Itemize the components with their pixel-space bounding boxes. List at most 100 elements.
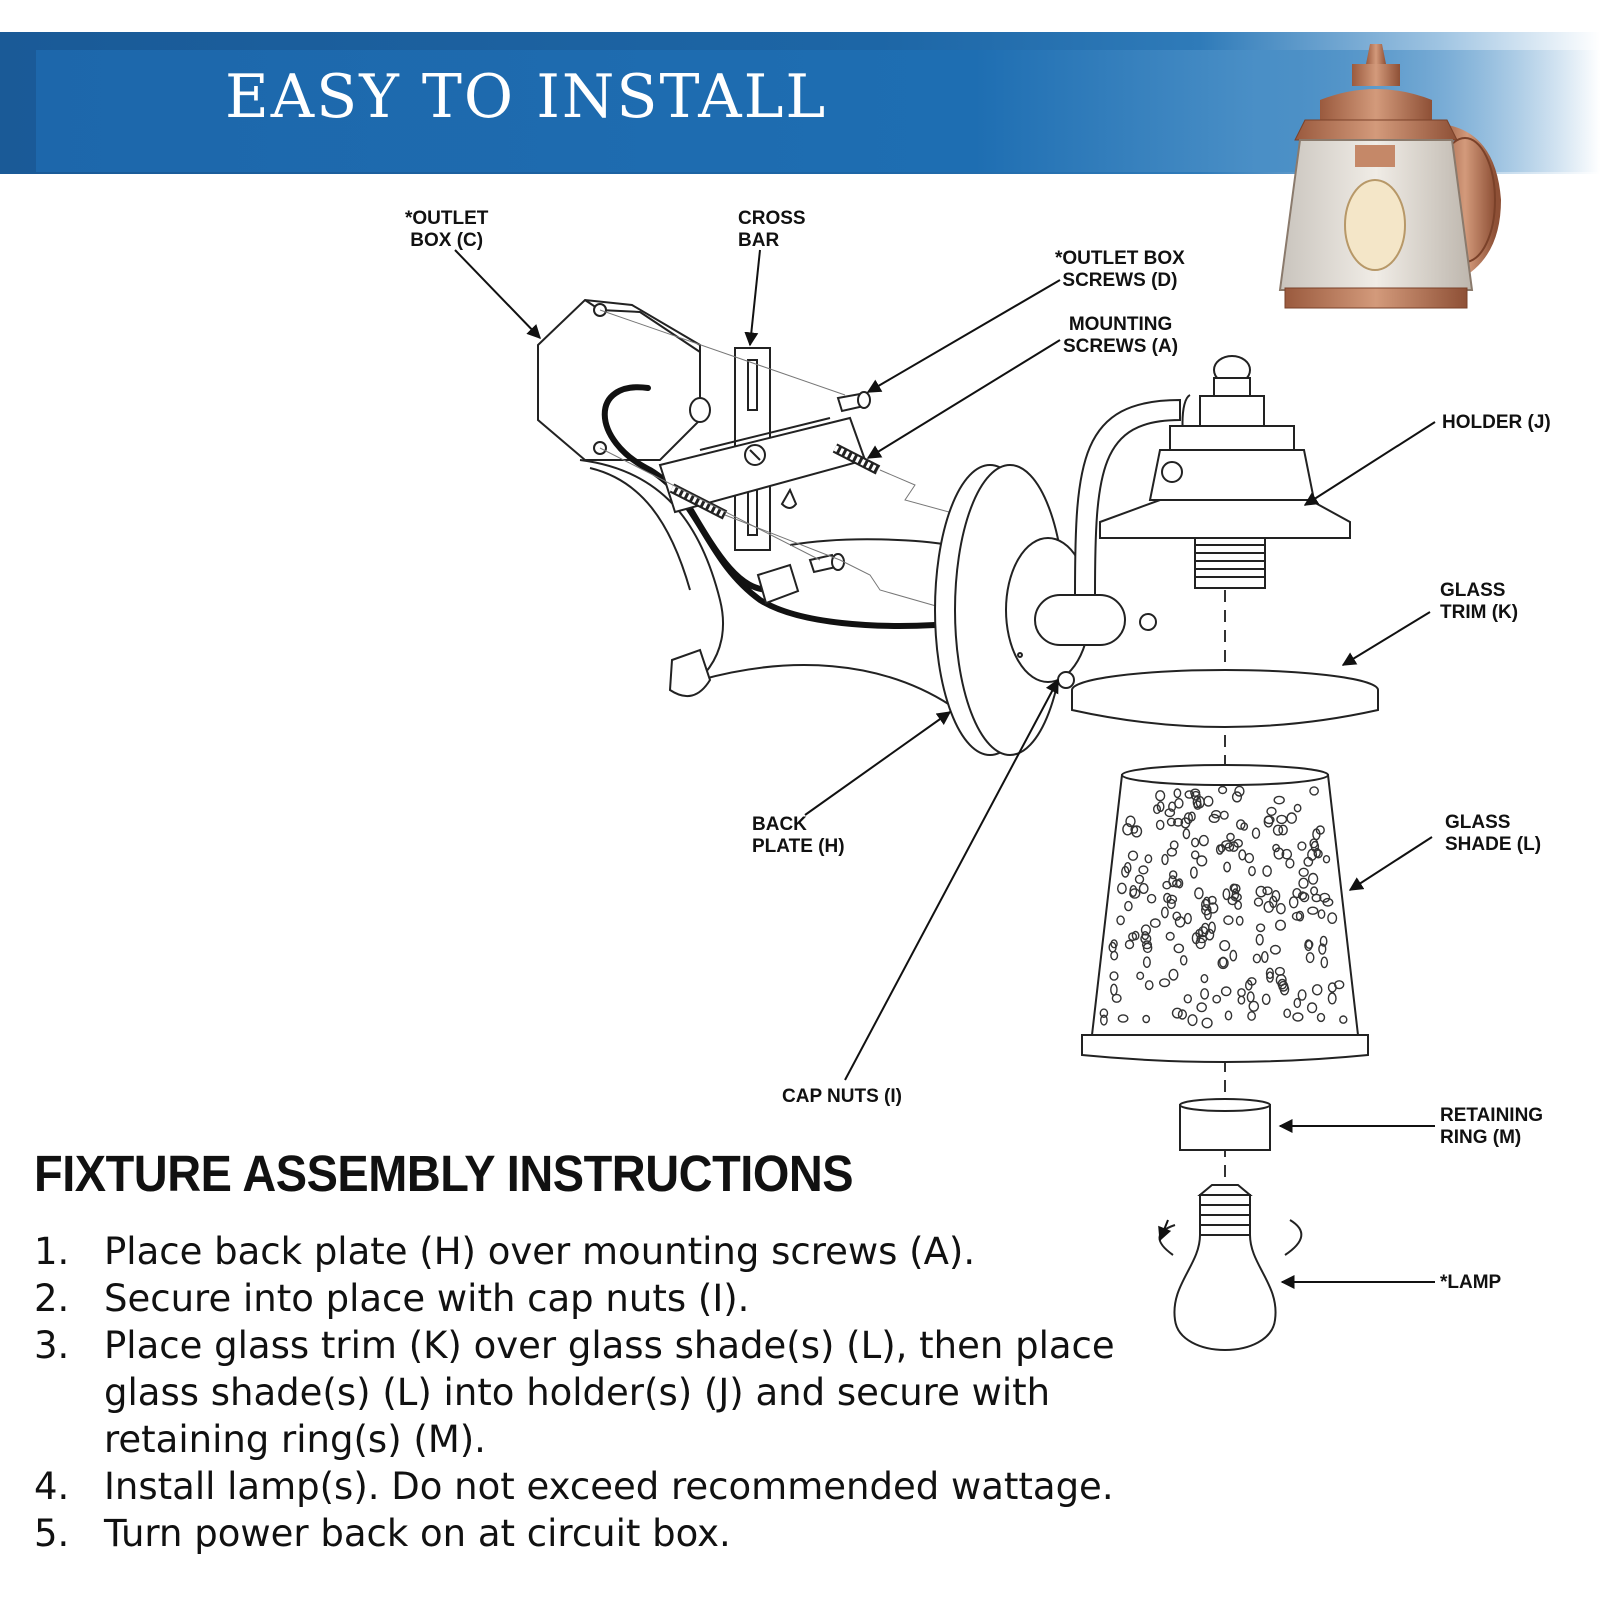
- glass-bubble: [1140, 933, 1152, 945]
- glass-bubble: [1140, 924, 1152, 936]
- instruction-step: 2. Secure into place with cap nuts (I).: [34, 1275, 1254, 1322]
- glass-bubble: [1292, 887, 1302, 899]
- glass-bubble: [1251, 827, 1261, 839]
- glass-bubble: [1266, 806, 1277, 817]
- glass-bubble: [1237, 988, 1246, 998]
- glass-bubble: [1255, 923, 1266, 933]
- glass-bubble: [1108, 941, 1117, 953]
- glass-bubble: [1273, 795, 1285, 805]
- glass-bubble: [1121, 865, 1130, 878]
- instruction-step: 4. Install lamp(s). Do not exceed recomm…: [34, 1463, 1254, 1510]
- label-outlet-box: *OUTLET BOX (C): [405, 208, 489, 251]
- glass-bubble: [1288, 896, 1299, 909]
- glass-bubble: [1278, 980, 1289, 992]
- glass-bubble: [1165, 931, 1175, 941]
- glass-bubble: [1217, 957, 1229, 970]
- glass-bubble: [1275, 973, 1287, 987]
- lamp-bulb: [1158, 1184, 1303, 1351]
- glass-bubble: [1274, 919, 1286, 931]
- glass-bubble: [1311, 893, 1322, 903]
- step-text: Install lamp(s). Do not exceed recommend…: [104, 1465, 1114, 1508]
- glass-bubble: [1168, 968, 1179, 981]
- label-glass-shade: GLASS SHADE (L): [1445, 812, 1542, 855]
- glass-bubble: [1123, 862, 1132, 874]
- glass-bubble: [1201, 904, 1212, 916]
- glass-bubble: [1190, 866, 1198, 879]
- glass-bubble: [1208, 921, 1216, 934]
- label-retaining-ring: RETAINING RING (M): [1440, 1105, 1544, 1148]
- glass-bubble: [1311, 984, 1323, 996]
- glass-bubble: [1125, 815, 1136, 828]
- glass-bubble: [1305, 940, 1314, 950]
- glass-bubble: [1265, 967, 1275, 979]
- glass-bubble: [1142, 956, 1151, 969]
- glass-bubble: [1262, 886, 1273, 896]
- glass-shade: [1081, 764, 1369, 1063]
- glass-bubble: [1173, 788, 1182, 799]
- glass-bubble: [1309, 838, 1319, 849]
- step-number: 3.: [34, 1324, 70, 1367]
- glass-bubble: [1171, 1007, 1183, 1019]
- glass-bubble: [1161, 853, 1169, 866]
- outlet-box-screws: [780, 391, 871, 574]
- glass-bubble: [1248, 865, 1256, 877]
- glass-bubble: [1339, 1015, 1348, 1024]
- glass-bubble: [1190, 850, 1200, 860]
- glass-bubble: [1327, 992, 1337, 1005]
- glass-bubble: [1134, 874, 1145, 884]
- glass-bubble: [1240, 822, 1249, 831]
- glass-bubble: [1222, 888, 1231, 901]
- glass-bubble: [1146, 893, 1157, 904]
- glass-bubble: [1138, 883, 1149, 895]
- glass-bubble: [1174, 916, 1186, 928]
- glass-bubble: [1166, 817, 1177, 827]
- glass-bubble: [1319, 935, 1328, 947]
- glass-bubble: [1158, 978, 1171, 988]
- glass-bubble: [1286, 812, 1297, 824]
- glass-bubble: [1262, 865, 1272, 877]
- glass-bubble: [1184, 790, 1195, 799]
- step-number: 5.: [34, 1512, 70, 1555]
- glass-bubble: [1161, 906, 1169, 919]
- glass-bubble: [1223, 915, 1234, 926]
- instruction-step: 5. Turn power back on at circuit box.: [34, 1510, 1254, 1557]
- glass-bubble: [1190, 788, 1201, 797]
- glass-bubble: [1180, 817, 1191, 829]
- glass-bubble: [1307, 848, 1318, 861]
- glass-bubble: [1227, 896, 1238, 906]
- glass-bubble: [1177, 1009, 1188, 1020]
- glass-bubble: [1144, 980, 1154, 991]
- wire-nuts: [668, 563, 800, 698]
- glass-bubble: [1156, 801, 1165, 812]
- glass-bubble: [1272, 843, 1281, 853]
- step-text: Turn power back on at circuit box.: [104, 1512, 731, 1555]
- glass-bubble: [1253, 897, 1264, 907]
- glass-bubble: [1313, 849, 1323, 859]
- glass-bubble: [1208, 813, 1220, 824]
- glass-bubble: [1261, 993, 1271, 1005]
- glass-bubble: [1319, 892, 1331, 903]
- glass-bubble: [1200, 973, 1209, 984]
- step-number: 1.: [34, 1230, 70, 1273]
- glass-bubble: [1179, 955, 1188, 966]
- glass-bubble: [1316, 1012, 1326, 1023]
- label-outlet-box-screws: *OUTLET BOX SCREWS (D): [1055, 248, 1185, 291]
- label-back-plate: BACK PLATE (H): [752, 814, 845, 857]
- instruction-step: 3. Place glass trim (K) over glass shade…: [34, 1322, 1199, 1463]
- glass-bubble: [1138, 865, 1149, 875]
- glass-bubble: [1217, 785, 1228, 795]
- glass-bubble: [1197, 926, 1209, 938]
- glass-bubble: [1255, 885, 1267, 898]
- glass-bubble: [1200, 988, 1210, 1000]
- glass-bubble: [1210, 810, 1222, 819]
- glass-bubble: [1129, 885, 1138, 898]
- glass-bubble: [1320, 956, 1329, 969]
- glass-bubble: [1231, 888, 1240, 900]
- glass-bubble: [1297, 891, 1308, 901]
- glass-bubble: [1317, 909, 1326, 919]
- glass-bubble: [1220, 986, 1232, 997]
- label-cross-bar: CROSS BAR: [738, 208, 806, 251]
- leader-arrows: [454, 249, 1436, 1289]
- glass-bubble: [1283, 1008, 1292, 1019]
- glass-bubble: [1295, 910, 1305, 922]
